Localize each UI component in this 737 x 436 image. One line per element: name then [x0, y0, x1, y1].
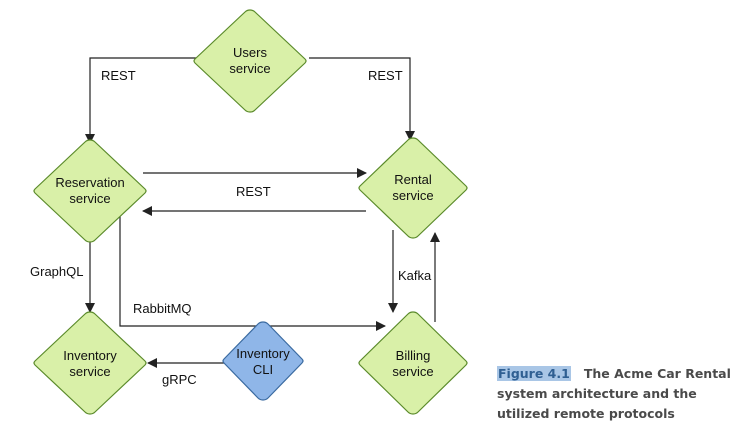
label-users-rental: REST — [368, 68, 403, 83]
node-billing-service: Billing service — [358, 311, 468, 415]
billing-label-1: Billing — [396, 348, 431, 363]
cli-label-2: CLI — [253, 362, 273, 377]
rental-label-2: service — [392, 188, 433, 203]
edge-reservation-billing — [119, 215, 386, 331]
label-users-reservation: REST — [101, 68, 136, 83]
reservation-label-1: Reservation — [55, 175, 124, 190]
edge-labels: REST REST REST GraphQL RabbitMQ Kafka gR… — [30, 68, 432, 387]
inventory-label-2: service — [69, 364, 110, 379]
cli-diamond — [222, 321, 304, 401]
edge-users-rental — [309, 57, 415, 141]
cli-label-1: Inventory — [236, 346, 290, 361]
figure-caption: Figure 4.1 The Acme Car Rental system ar… — [497, 364, 733, 424]
reservation-label-2: service — [69, 191, 110, 206]
figure-number: Figure 4.1 — [497, 366, 571, 381]
connectors — [85, 57, 440, 368]
inventory-label-1: Inventory — [63, 348, 117, 363]
inventory-diamond — [33, 311, 147, 415]
billing-label-2: service — [392, 364, 433, 379]
figure-title: The Acme Car Rental system architecture … — [497, 366, 731, 421]
node-rental-service: Rental service — [358, 137, 468, 239]
label-reservation-inventory: GraphQL — [30, 264, 83, 279]
users-label-2: service — [229, 61, 270, 76]
users-label-1: Users — [233, 45, 267, 60]
label-rental-billing: Kafka — [398, 268, 432, 283]
node-reservation-service: Reservation service — [33, 139, 147, 243]
node-inventory-cli: Inventory CLI — [222, 321, 304, 401]
edge-users-reservation — [85, 57, 196, 144]
label-reservation-rental: REST — [236, 184, 271, 199]
node-users-service: Users service — [193, 9, 307, 113]
label-reservation-billing: RabbitMQ — [133, 301, 192, 316]
rental-diamond — [358, 137, 468, 239]
reservation-diamond — [33, 139, 147, 243]
users-diamond — [193, 9, 307, 113]
node-inventory-service: Inventory service — [33, 311, 147, 415]
label-cli-inventory: gRPC — [162, 372, 197, 387]
rental-label-1: Rental — [394, 172, 432, 187]
billing-diamond — [358, 311, 468, 415]
